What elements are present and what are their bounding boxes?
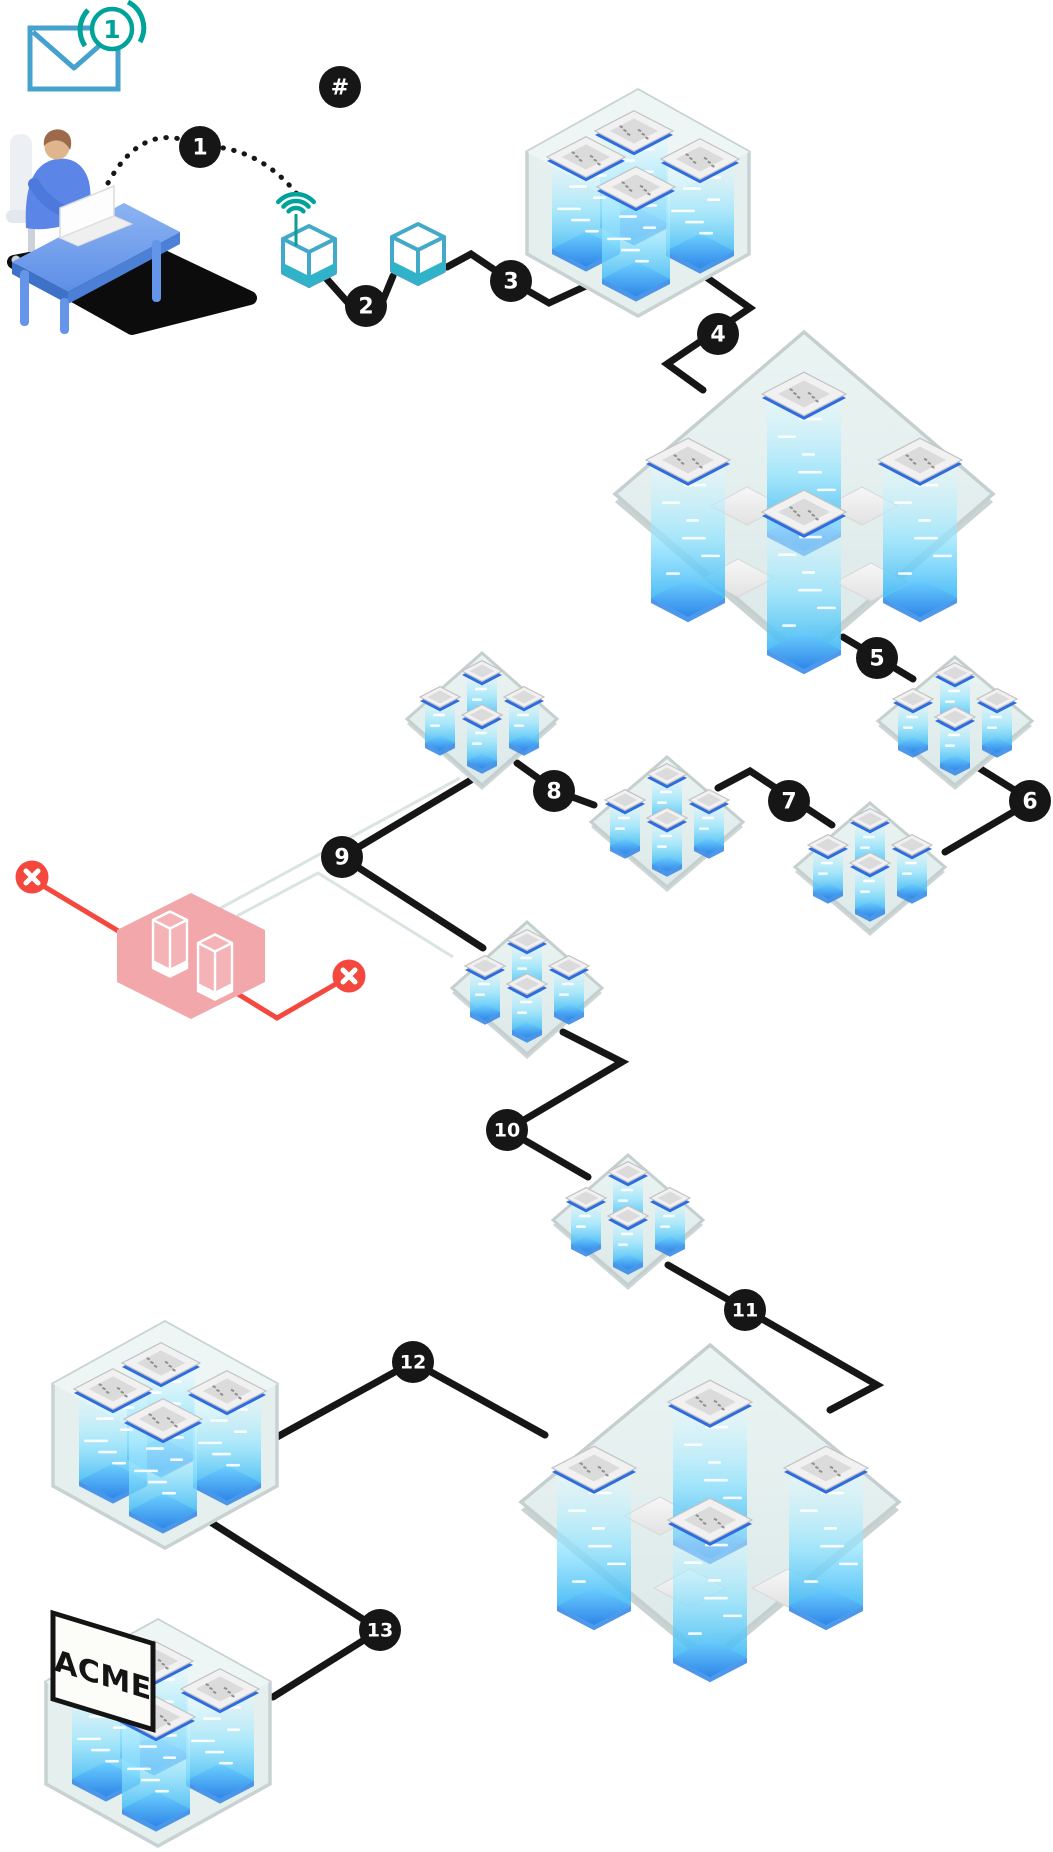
hop-marker-11: 11 [724,1289,766,1331]
server-tower [644,437,732,623]
user-at-desk [6,129,257,335]
hop-marker-13-label: 13 [367,1619,393,1641]
blocked-x-icon [332,959,366,993]
server-tower [848,851,892,922]
blocked-x-icon [15,860,49,894]
blocked-node [117,893,265,1019]
server-tower [186,1370,268,1506]
blocked-server-box [196,933,234,1001]
server-tower [648,1186,692,1257]
server-tower [975,687,1019,758]
hop-marker-3: 3 [490,260,532,302]
server-tower [687,788,731,859]
server-tower [806,833,850,904]
hop-marker-4: 4 [697,313,739,355]
server-tower [547,954,591,1025]
blocked-route-line [236,871,454,959]
hop-marker-12: 12 [392,1341,434,1383]
datacenter-2 [612,329,996,675]
route-line [500,1028,630,1181]
datacenter-4 [51,1319,279,1551]
hop-marker-10: 10 [486,1109,528,1151]
hop-marker-1: 1 [179,126,221,168]
network-node-d [404,651,560,790]
hop-marker-3-label: 3 [503,269,518,294]
hop-marker-2-label: 2 [358,294,373,319]
hop-marker-2: 2 [345,285,387,327]
failed-route-line [37,881,123,935]
server-tower [595,166,677,302]
server-tower [760,489,848,675]
network-node-b [792,801,948,936]
wifi-router [275,191,337,288]
network-node-f [550,1153,706,1290]
server-tower [603,788,647,859]
network-node-e [449,920,605,1059]
server-tower [876,437,964,623]
modem [390,222,446,286]
hash-marker-label: # [331,75,349,100]
server-tower [891,687,935,758]
acme-sign: ACME [50,1609,156,1733]
server-tower [122,1398,204,1534]
hop-marker-11-label: 11 [732,1299,758,1321]
wifi-icon [275,191,317,246]
server-tower [645,806,689,877]
server-tower [564,1186,608,1257]
server-tower [418,685,462,756]
failed-route-line [230,978,344,1021]
email-notification-icon: 1 [27,0,147,92]
hop-marker-8: 8 [533,770,575,812]
server-tower [179,1668,261,1804]
server-tower [933,705,977,776]
hop-marker-6-label: 6 [1022,789,1037,814]
blocked-server-box [151,910,189,978]
hop-marker-5: 5 [856,637,898,679]
server-tower [460,703,504,774]
hop-marker-7: 7 [768,780,810,822]
hop-marker-12-label: 12 [400,1351,426,1373]
datacenter-1 [525,87,751,319]
hop-marker-4-label: 4 [710,322,725,347]
server-tower [550,1445,638,1631]
hop-marker-10-label: 10 [494,1119,520,1141]
hop-marker-6: 6 [1009,780,1051,822]
hop-marker-9-label: 9 [334,845,349,870]
desk [12,203,180,334]
hash-marker: # [319,66,361,108]
hop-marker-9: 9 [321,836,363,878]
acme-sign-board [50,1609,156,1733]
network-node-a [875,655,1035,790]
notification-badge: 1 [77,0,147,52]
hop-marker-5-label: 5 [869,646,884,671]
hop-marker-7-label: 7 [781,789,796,814]
server-tower [659,138,741,274]
hop-marker-8-label: 8 [546,779,561,804]
laptop [58,184,134,247]
hair [43,129,72,150]
server-tower [890,833,934,904]
server-tower [606,1204,650,1275]
notification-count: 1 [103,15,120,44]
hop-marker-1-label: 1 [192,135,207,160]
server-tower [502,685,546,756]
server-tower [782,1445,870,1631]
server-tower [505,972,549,1043]
hop-marker-13: 13 [359,1609,401,1651]
network-node-c [588,755,746,892]
datacenter-3 [518,1342,902,1683]
server-tower [463,954,507,1025]
server-tower [666,1497,754,1683]
